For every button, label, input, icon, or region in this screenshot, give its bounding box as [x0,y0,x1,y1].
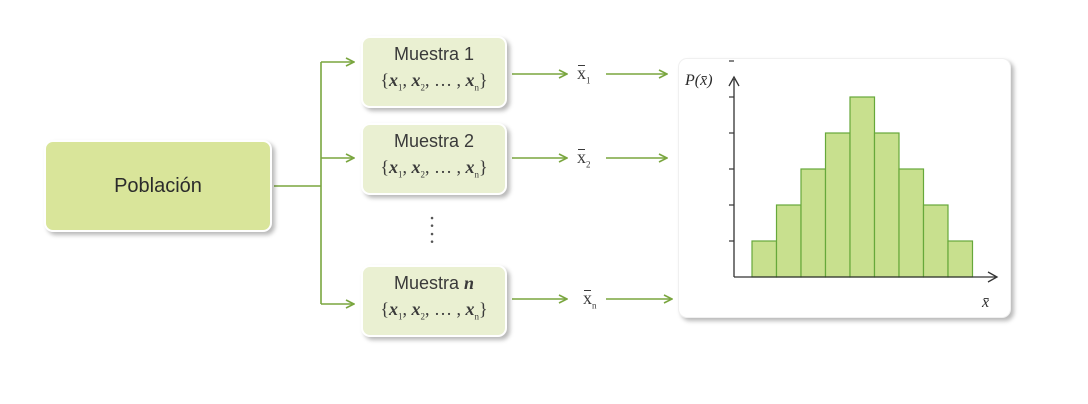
histogram-bar-2 [775,204,802,278]
xbar-n-label: xn [583,288,597,311]
sample-box-n: Muestra n {x1, x2, … , xn} [361,265,507,337]
sample-title-2: Muestra 2 [393,131,475,151]
x-axis-arrowhead [987,271,999,283]
histogram-bar-7 [898,168,925,278]
sample-set-n: {x1, x2, … , xn} [380,299,488,322]
xbar-2-label: x2 [577,147,591,170]
histogram-bar-4 [824,132,851,278]
sample-set-2: {x1, x2, … , xn} [380,157,488,180]
population-box: Población [44,140,272,232]
x-axis-label: x̄ [981,294,989,311]
sample-set-1: {x1, x2, … , xn} [380,70,488,93]
y-axis-arrowhead [728,75,740,87]
histogram-chart: P(x̄) x̄ [684,60,999,311]
histogram-bar-1 [751,240,778,278]
sample-box-1: Muestra 1 {x1, x2, … , xn} [361,36,507,108]
vertical-ellipsis: : : [428,207,436,248]
histogram-bar-3 [800,168,827,278]
histogram-bar-5 [849,96,876,278]
sampling-distribution-panel: P(x̄) x̄ [678,58,1011,318]
sample-box-2: Muestra 2 {x1, x2, … , xn} [361,123,507,195]
sample-title-n: Muestra n [393,273,475,293]
sample-title-1: Muestra 1 [393,44,475,64]
y-axis-label: P(x̄) [684,72,713,89]
histogram-bar-6 [873,132,900,278]
population-label: Población [114,174,202,197]
xbar-1-label: x1 [577,63,591,86]
histogram-bar-8 [922,204,949,278]
histogram-bar-9 [947,240,974,278]
